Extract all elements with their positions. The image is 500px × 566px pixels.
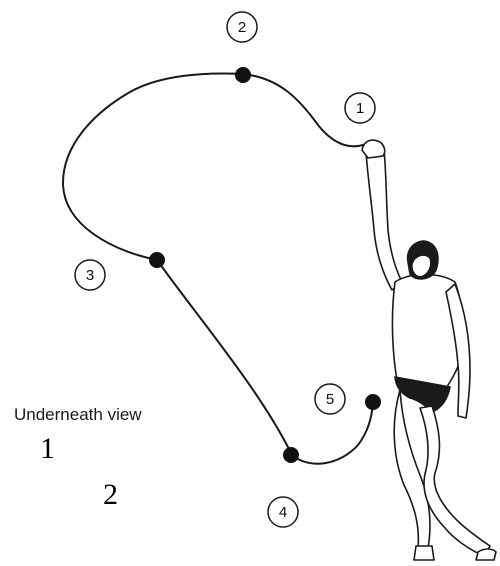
svg-text:2: 2 bbox=[238, 19, 246, 36]
step-marker-4: 4 bbox=[268, 497, 298, 527]
swimmer-figure bbox=[362, 140, 496, 560]
diagram-caption: Underneath view bbox=[14, 405, 142, 425]
sequence-label-1: 1 bbox=[40, 432, 55, 466]
step-marker-5: 5 bbox=[315, 384, 345, 414]
svg-text:1: 1 bbox=[356, 100, 364, 117]
path-point-2 bbox=[235, 67, 251, 83]
swimmer-raised-arm bbox=[366, 144, 402, 290]
path-point-4 bbox=[283, 447, 299, 463]
svg-text:4: 4 bbox=[279, 504, 287, 521]
step-marker-2: 2 bbox=[227, 12, 257, 42]
sequence-label-2: 2 bbox=[103, 478, 118, 512]
step-marker-3: 3 bbox=[75, 260, 105, 290]
step-marker-1: 1 bbox=[345, 93, 375, 123]
svg-text:5: 5 bbox=[326, 391, 334, 408]
swimmer-hand bbox=[362, 140, 385, 158]
path-point-5 bbox=[365, 394, 381, 410]
svg-text:3: 3 bbox=[86, 267, 94, 284]
path-point-3 bbox=[149, 252, 165, 268]
